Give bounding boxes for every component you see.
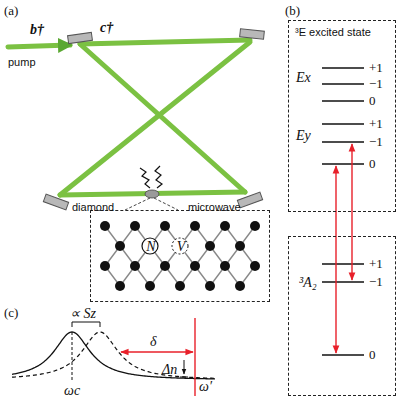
carbon-atom xyxy=(235,241,245,251)
nitrogen-atom xyxy=(142,238,158,254)
carbon-atom xyxy=(220,221,230,231)
carbon-atom xyxy=(160,221,170,231)
spin-label: 0 xyxy=(369,94,376,108)
dashed-curve xyxy=(12,332,215,378)
optical-transition xyxy=(336,144,352,353)
spin-label: +1 xyxy=(369,61,383,75)
carbon-atom xyxy=(175,281,185,291)
detuning-marker xyxy=(121,318,195,396)
part-label: microwave xyxy=(188,201,241,213)
carbon-atom xyxy=(205,241,215,251)
carbon-atom xyxy=(235,281,245,291)
spin-label: 0 xyxy=(369,157,376,171)
carbon-atom xyxy=(220,261,230,271)
carbon-atom xyxy=(145,281,155,291)
spin-label: 0 xyxy=(369,348,376,362)
index-change-marker xyxy=(180,360,188,377)
laser-beam xyxy=(8,40,250,195)
panel-label: (b) xyxy=(285,4,300,18)
lattice-inset: NV xyxy=(90,210,270,302)
detuning-label: δ xyxy=(150,334,157,349)
manifold-label: ³A₂ xyxy=(299,275,317,290)
axis-label: ωc xyxy=(64,383,80,398)
spin-label: +1 xyxy=(369,257,383,271)
carbon-atom xyxy=(250,261,260,271)
carbon-atom xyxy=(100,261,110,271)
shift-label: ∝ Sz xyxy=(70,306,96,321)
branch-label: Ex xyxy=(296,70,311,85)
atom-label: N xyxy=(146,239,155,254)
carbon-atom xyxy=(100,221,110,231)
shift-bracket xyxy=(72,322,100,381)
panel-label: (a) xyxy=(4,4,18,18)
carbon-atom xyxy=(115,281,125,291)
spin-label: +1 xyxy=(369,117,383,131)
atom-label: V xyxy=(177,239,186,254)
diamond-crystal xyxy=(145,190,159,198)
carbon-atom xyxy=(190,221,200,231)
spin-label: −1 xyxy=(369,135,383,149)
carbon-atom xyxy=(250,221,260,231)
field-operator: c† xyxy=(100,20,113,35)
microwave-symbol xyxy=(140,166,162,188)
spin-label: −1 xyxy=(369,77,383,91)
carbon-atom xyxy=(205,281,215,291)
cavity-spectrum xyxy=(12,332,215,379)
carbon-atom xyxy=(190,261,200,271)
mirror xyxy=(43,29,264,210)
diamond-lattice xyxy=(100,221,260,291)
vacancy-site xyxy=(172,238,188,254)
carbon-atom xyxy=(130,221,140,231)
spin-label: −1 xyxy=(369,275,383,289)
state-manifold-box: ³E excited state xyxy=(288,20,396,212)
beam-label: pump xyxy=(8,56,36,68)
zoom-line xyxy=(125,198,178,210)
carbon-atom xyxy=(115,241,125,251)
branch-label: Ey xyxy=(296,128,311,143)
panel-label: (c) xyxy=(4,306,18,320)
manifold-label: ³E excited state xyxy=(295,26,371,38)
field-operator: b† xyxy=(30,22,44,37)
solid-curve xyxy=(12,332,215,379)
index-label: Δn xyxy=(162,362,177,377)
axis-label: ω′ xyxy=(199,379,212,394)
part-label: diamond xyxy=(72,201,114,213)
carbon-atom xyxy=(160,261,170,271)
carbon-atom xyxy=(130,261,140,271)
